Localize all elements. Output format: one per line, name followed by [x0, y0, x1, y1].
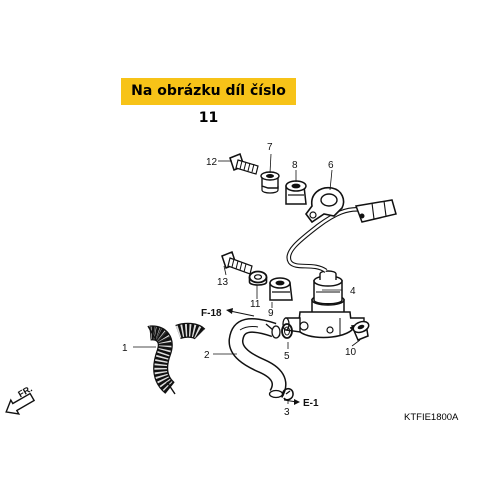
- callout-7: 7: [267, 142, 273, 153]
- front-direction-arrow: [5, 392, 36, 415]
- part-number-banner: Na obrázku díl číslo 11: [121, 78, 296, 126]
- leader-lines: [133, 153, 361, 404]
- callout-12: 12: [206, 157, 218, 168]
- callout-5: 5: [284, 351, 290, 362]
- part-9-rubber-mount[interactable]: [269, 277, 293, 301]
- part-4-air-suction-valve[interactable]: [282, 270, 365, 339]
- ref-label-e1: E-1: [303, 398, 319, 409]
- part-11-collar[interactable]: [248, 270, 268, 286]
- diagram-code: KTFIE1800A: [404, 412, 459, 423]
- reference-labels: F-18 E-1: [201, 308, 319, 409]
- ref-arrow-e1: [283, 399, 300, 405]
- part-13-bolt[interactable]: [221, 251, 253, 275]
- ref-arrow-f18: [226, 308, 255, 317]
- callout-11: 11: [250, 299, 261, 310]
- part-7-collar[interactable]: [260, 171, 280, 194]
- part-3-clip[interactable]: [282, 387, 294, 401]
- callout-9: 9: [268, 308, 274, 319]
- callout-6: 6: [328, 160, 334, 171]
- part-12-bolt[interactable]: [229, 153, 259, 175]
- callout-8: 8: [292, 160, 298, 171]
- callout-3: 3: [284, 407, 290, 418]
- part-10-cap[interactable]: [350, 320, 370, 341]
- callout-labels: 1 2 3 4 5 6 7 8 9 10 11 12 13: [122, 142, 357, 418]
- part-6-clamp[interactable]: [305, 186, 345, 224]
- callout-2: 2: [204, 350, 210, 361]
- part-8-rubber-mount[interactable]: [285, 180, 307, 205]
- part-2-bent-hose[interactable]: [228, 317, 287, 399]
- callout-10: 10: [345, 347, 357, 358]
- ref-label-f18: F-18: [201, 308, 222, 319]
- part-5-o-ring[interactable]: [281, 323, 293, 339]
- part-1-corrugated-hose[interactable]: [147, 322, 206, 395]
- valve-wire-harness: [286, 199, 397, 273]
- callout-1: 1: [122, 343, 128, 354]
- callout-4: 4: [350, 286, 356, 297]
- callout-13: 13: [217, 277, 229, 288]
